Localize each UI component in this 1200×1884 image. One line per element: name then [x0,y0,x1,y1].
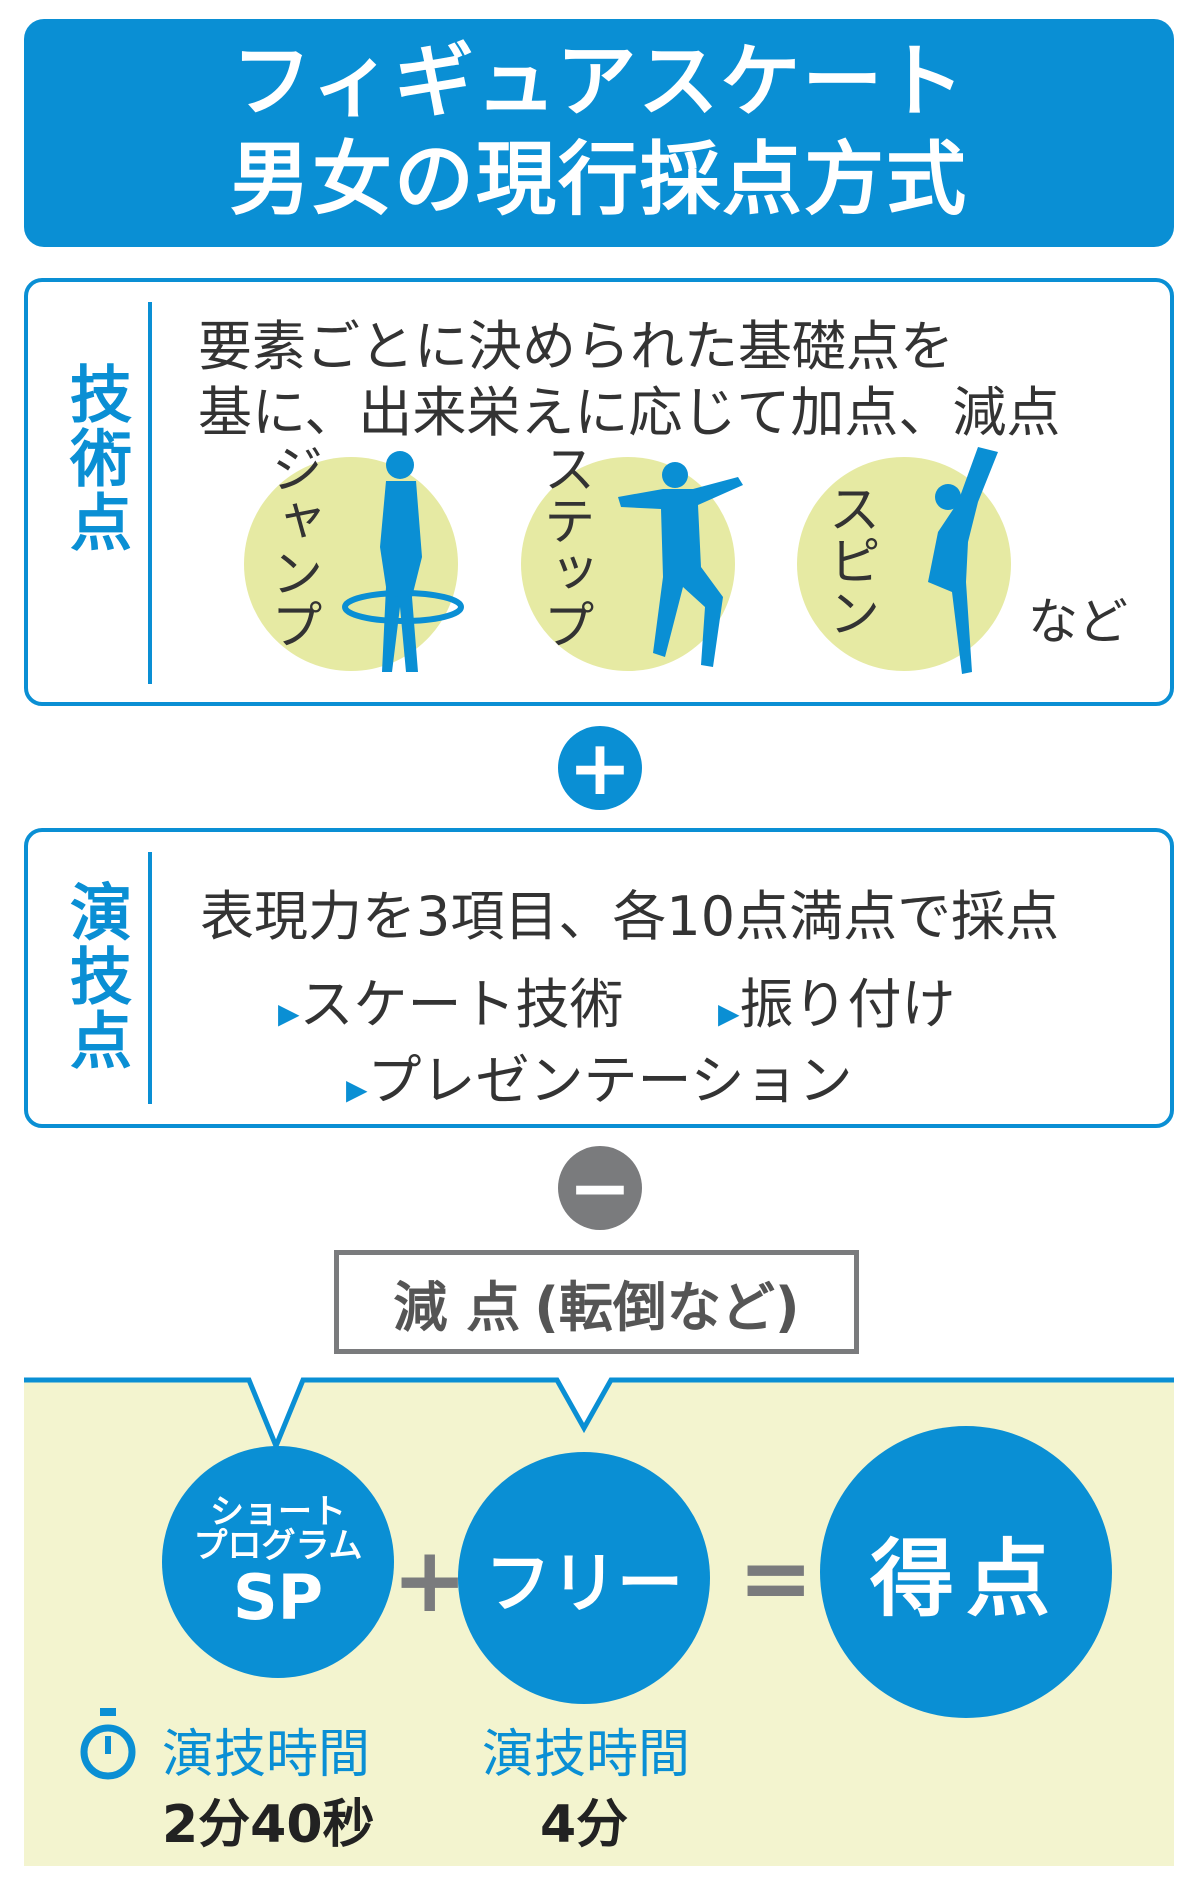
item-choreography: ▶振り付け [718,973,956,1036]
spin-skater-icon [928,447,998,674]
plus-icon: + [558,726,642,810]
triangle-bullet-icon: ▶ [278,997,300,1030]
page-title: フィギュアスケート 男女の現行採点方式 [24,19,1174,247]
program-score-panel: 演技点 表現力を3項目、各10点満点で採点 ▶スケート技術 ▶振り付け ▶プレゼ… [24,828,1174,1128]
triangle-bullet-icon: ▶ [718,997,740,1030]
step-skater-icon [618,462,743,667]
stopwatch-icon [80,1708,136,1780]
technical-desc-line-1: 要素ごとに決められた基礎点を [198,315,954,378]
divider [148,302,152,684]
program-score-label: 演技点 [59,880,132,1072]
sp-line-2: プログラム [193,1526,363,1566]
title-line-2: 男女の現行採点方式 [230,133,968,226]
jump-element [244,457,458,671]
program-desc: 表現力を3項目、各10点満点で採点 [200,885,1060,948]
plus-operator: + [392,1528,468,1633]
free-time-label: 演技時間 [482,1725,691,1785]
total-score-circle: 得点 [820,1426,1112,1718]
technical-score-panel: 技術点 要素ごとに決められた基礎点を 基に、出来栄えに応じて加点、減点 ジャンプ… [24,278,1174,706]
minus-icon: − [558,1146,642,1230]
technical-desc-line-2: 基に、出来栄えに応じて加点、減点 [198,381,1061,444]
item-skating-skills: ▶スケート技術 [278,973,624,1036]
triangle-bullet-icon: ▶ [346,1073,368,1106]
deduction-note: (転倒など) [534,1275,800,1339]
item-presentation: ▶プレゼンテーション [346,1049,853,1112]
divider [148,852,152,1104]
deduction-box: 減 点(転倒など) [334,1250,859,1354]
jump-label: ジャンプ [262,442,322,650]
sp-line-1: ショート [210,1492,346,1532]
short-program-circle: ショート プログラム SP [162,1446,394,1678]
technical-score-label: 技術点 [59,362,132,554]
sp-abbr: SP [232,1561,324,1634]
free-time-value: 4分 [540,1795,629,1855]
spin-label: スピン [819,482,879,638]
step-label: ステップ [534,442,594,650]
free-skating-circle: フリー [458,1452,710,1704]
sp-time-label: 演技時間 [162,1725,371,1785]
title-line-1: フィギュアスケート [231,35,967,128]
jump-skater-icon [342,451,464,672]
etc-label: など [1028,593,1128,651]
deduction-label: 減 点 [393,1275,521,1339]
equals-operator: = [738,1526,814,1631]
sp-time-value: 2分40秒 [162,1795,375,1855]
